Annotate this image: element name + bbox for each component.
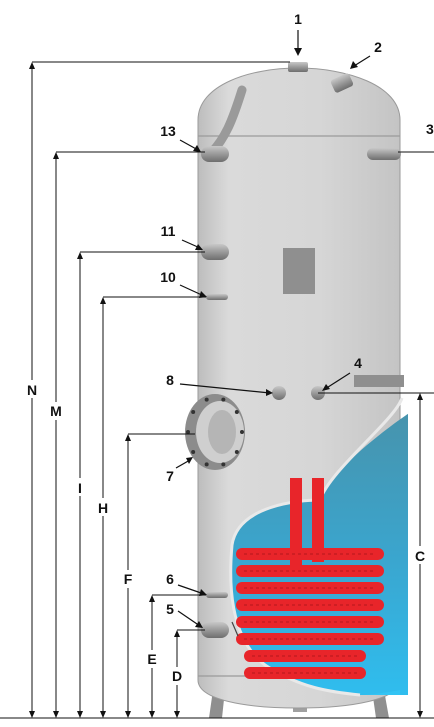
callout-leaders (175, 30, 371, 627)
callout-11: 11 (161, 223, 176, 239)
flange-bolt (204, 397, 209, 402)
top-nozzle (330, 73, 354, 93)
flange-bolt (234, 410, 239, 415)
side-connections (201, 146, 404, 638)
callout-labels: 1 2 3 4 5 6 7 8 10 11 13 (160, 11, 434, 617)
flange-bolt (234, 449, 239, 454)
flange-bolt (186, 430, 190, 434)
flange-bolt (221, 462, 226, 467)
dim-label-C: C (415, 548, 425, 564)
callout-7: 7 (166, 468, 174, 484)
flange-bolt (191, 449, 196, 454)
callout-10: 10 (160, 269, 176, 285)
callout-1: 1 (294, 11, 302, 27)
coil-turn (244, 667, 366, 679)
flange-bolt (204, 462, 209, 467)
callout-arrowheads (186, 48, 358, 628)
dim-label-M: M (50, 403, 62, 419)
dim-label-F: F (124, 571, 133, 587)
dim-label-E: E (147, 651, 156, 667)
callout-13: 13 (160, 123, 176, 139)
callout-8: 8 (166, 372, 174, 388)
flange-bolt (191, 410, 196, 415)
cutaway-edge (229, 397, 404, 697)
flange-bolt (221, 397, 226, 402)
dim-label-D: D (172, 668, 182, 684)
inspection-plate (283, 248, 315, 294)
coil-turn (244, 650, 366, 662)
callout-2: 2 (374, 39, 382, 55)
callout-5: 5 (166, 601, 174, 617)
flange-bolt (240, 430, 244, 434)
top-connection (288, 62, 308, 72)
callout-3: 3 (426, 121, 434, 137)
dim-label-N: N (27, 382, 37, 398)
callout-4: 4 (354, 355, 362, 371)
dim-label-H: H (98, 500, 108, 516)
heating-coil (236, 478, 384, 679)
dimension-arrows (29, 62, 423, 718)
dimension-labels: N M I H F E D C (24, 380, 428, 685)
callout-6: 6 (166, 571, 174, 587)
manhole-flange (185, 394, 245, 470)
dim-label-I: I (78, 480, 82, 496)
